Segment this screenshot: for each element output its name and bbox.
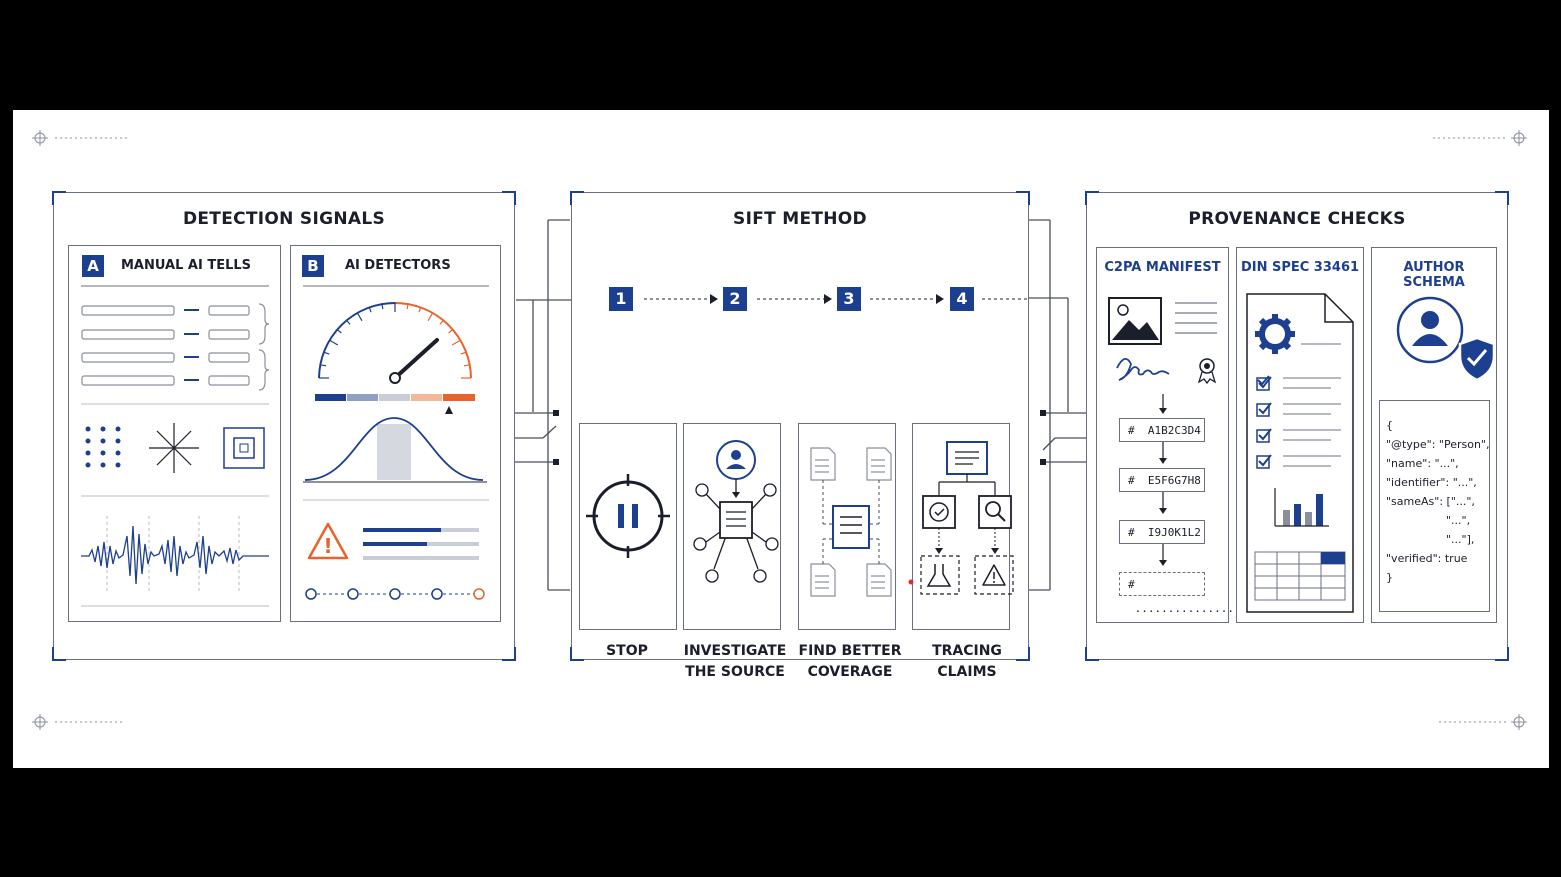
- pause-target-icon: [586, 474, 670, 558]
- step-1-label: STOP: [567, 641, 687, 662]
- json-line-6: "...",: [1446, 514, 1471, 527]
- json-line-1: {: [1386, 419, 1393, 432]
- provenance-checks-panel: PROVENANCE CHECKS C2PA MANIFEST: [1085, 191, 1509, 661]
- gauge-tick: [323, 351, 330, 355]
- gauge-tick: [336, 328, 342, 334]
- gauge-tick: [460, 351, 467, 355]
- gauge-tick: [418, 306, 422, 313]
- step-4-line2: CLAIMS: [937, 664, 997, 680]
- c2pa-manifest-box: C2PA MANIFEST # A1B2C3D4: [1096, 247, 1234, 623]
- gauge-tick: [427, 311, 434, 322]
- din-spec-illustration: [1246, 293, 1354, 613]
- gauge-tick: [451, 339, 462, 346]
- ai-detectors-label: AI DETECTORS: [345, 258, 451, 273]
- panel-title: DETECTION SIGNALS: [182, 209, 385, 229]
- step-2-line2: THE SOURCE: [685, 664, 785, 680]
- step-2-line1: INVESTIGATE: [683, 643, 787, 659]
- json-line-9: }: [1386, 571, 1393, 584]
- badge-b: B: [302, 255, 324, 277]
- ai-detectors-box: B AI DETECTORS !: [290, 245, 501, 622]
- json-ld-box: { "@type": "Person", "name": "...", "ide…: [1379, 400, 1490, 612]
- hash-block-2: # E5F6G7H8: [1119, 468, 1205, 492]
- source-network-icon: [693, 440, 779, 583]
- gauge-tick: [356, 311, 363, 322]
- step-4-label: TRACING CLAIMS: [907, 641, 1027, 683]
- panel-title: SIFT METHOD: [733, 209, 867, 229]
- step-investigate-card: [683, 423, 781, 630]
- step-3-line1: FIND BETTER: [798, 643, 902, 659]
- json-line-5: "sameAs": ["...",: [1386, 495, 1475, 508]
- manual-tells-illustration: [81, 285, 270, 607]
- manual-ai-tells-box: A MANUAL AI TELLS: [68, 245, 281, 622]
- gauge-tick: [328, 339, 339, 346]
- gauge-tick: [439, 319, 445, 325]
- registration-marks: [32, 130, 1527, 730]
- hash-block-3: # I9J0K1L2: [1119, 520, 1205, 544]
- gauge-tick: [368, 306, 372, 313]
- panel-title: PROVENANCE CHECKS: [1188, 209, 1406, 229]
- diagram-canvas: DETECTION SIGNALS A MANUAL AI TELLS: [13, 110, 1549, 768]
- gauge-tick: [463, 364, 470, 367]
- step-4-line1: TRACING: [932, 643, 1002, 659]
- sift-method-panel: SIFT METHOD 1 2 3 4: [570, 191, 1030, 680]
- hash-block-pending: # ...............: [1119, 572, 1234, 615]
- gauge-tick: [406, 303, 409, 310]
- svg-text:!: !: [323, 534, 332, 558]
- din-spec-label: DIN SPEC 33461: [1240, 260, 1360, 275]
- hash-value: I9J0K1L2: [1147, 526, 1201, 539]
- gauge-tick: [320, 364, 327, 367]
- hash-value: E5F6G7H8: [1147, 474, 1201, 487]
- gauge-tick: [381, 303, 384, 310]
- gauge-tick: [345, 319, 351, 325]
- step-flow-arrows: [644, 294, 1028, 304]
- step-2-badge: 2: [723, 287, 747, 311]
- coverage-docs-icon: [810, 447, 892, 597]
- hash-value: ...............: [1134, 602, 1234, 615]
- step-3-line2: COVERAGE: [807, 664, 893, 680]
- verified-person-icon: [1396, 296, 1496, 382]
- json-line-3: "name": "...",: [1386, 457, 1459, 470]
- badge-a: A: [82, 255, 104, 277]
- detectors-illustration: !: [303, 285, 489, 600]
- c2pa-manifest-label: C2PA MANIFEST: [1104, 260, 1221, 275]
- step-tracing-card: [912, 423, 1014, 630]
- din-spec-box: DIN SPEC 33461: [1236, 247, 1364, 623]
- hash-value: A1B2C3D4: [1147, 424, 1201, 437]
- step-coverage-card: [798, 423, 896, 630]
- step-1-line1: STOP: [606, 643, 648, 659]
- author-schema-box: AUTHOR SCHEMA { "@type": "Person", "name…: [1371, 247, 1497, 623]
- claim-tree-icon: [920, 441, 1014, 595]
- step-2-label: INVESTIGATE THE SOURCE: [675, 641, 795, 683]
- json-line-4: "identifier": "...",: [1386, 476, 1477, 489]
- author-schema-label: AUTHOR SCHEMA: [1403, 260, 1465, 290]
- c2pa-illustration: [1108, 297, 1217, 566]
- json-line-7: "..."],: [1446, 533, 1475, 546]
- step-stop-card: [579, 423, 677, 630]
- hash-block-1: # A1B2C3D4: [1119, 418, 1205, 442]
- step-3-label: FIND BETTER COVERAGE: [790, 641, 910, 683]
- step-4-badge: 4: [950, 287, 974, 311]
- step-3-badge: 3: [837, 287, 861, 311]
- detection-signals-panel: DETECTION SIGNALS A MANUAL AI TELLS: [52, 191, 516, 661]
- json-line-2: "@type": "Person",: [1386, 438, 1490, 451]
- step-1-badge: 1: [609, 287, 633, 311]
- manual-ai-tells-label: MANUAL AI TELLS: [121, 258, 252, 273]
- red-marker-dot: [908, 579, 914, 585]
- gauge-tick: [448, 328, 454, 334]
- json-line-8: "verified": true: [1386, 552, 1468, 565]
